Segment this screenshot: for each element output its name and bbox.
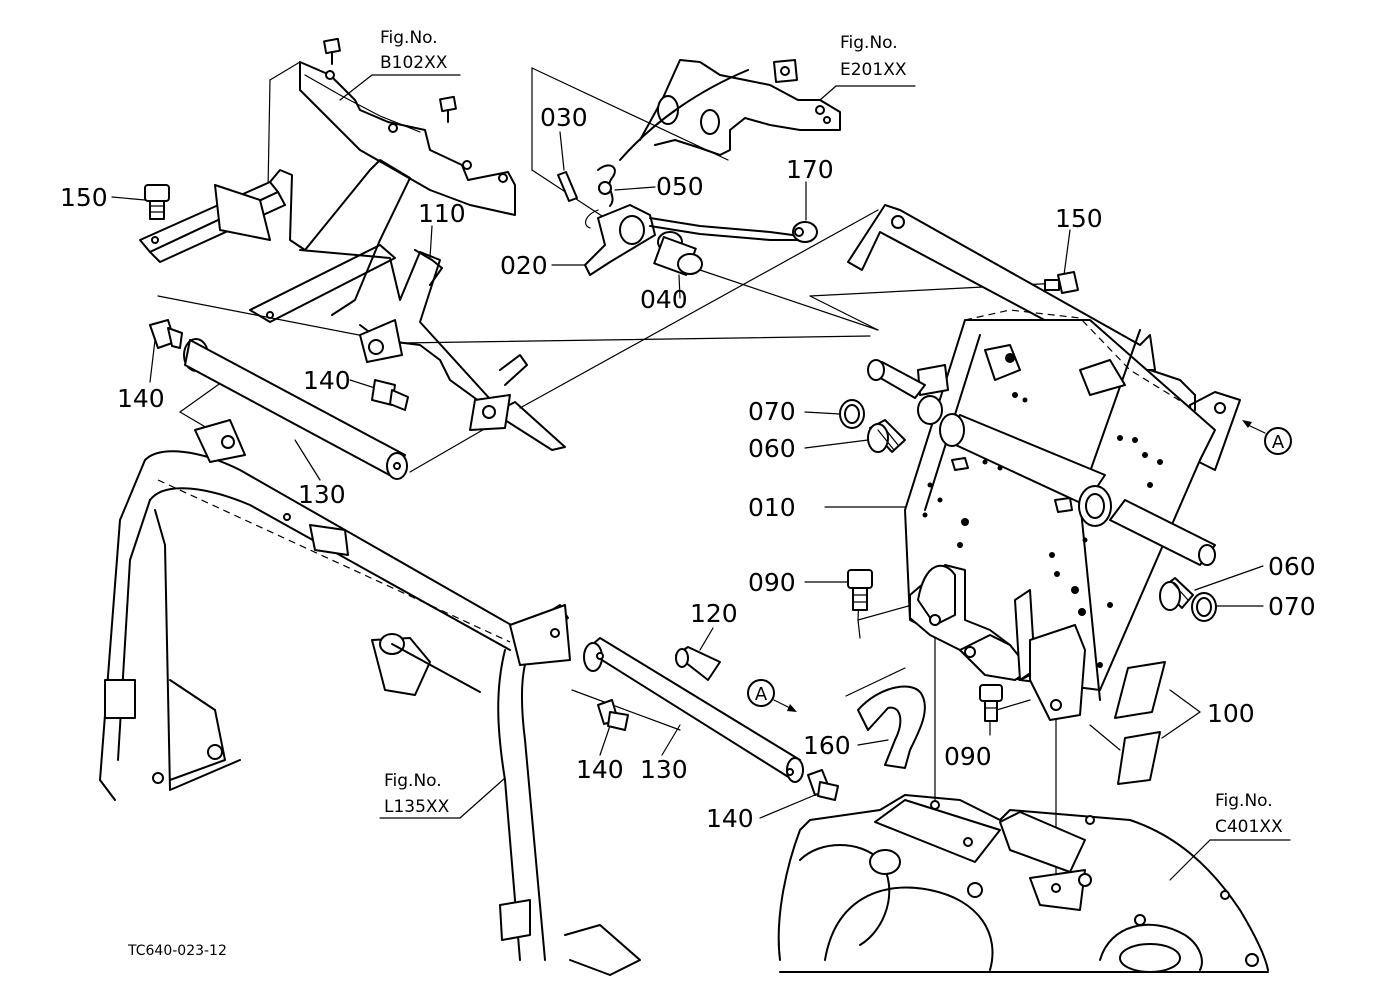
- view-marker-lower: A: [747, 679, 797, 712]
- part-label-030: 030: [540, 103, 588, 132]
- bolt-140-upper-left: [149, 319, 183, 349]
- linkage-e201: [619, 59, 841, 161]
- figure-ref-c401-label: Fig.No.: [1215, 791, 1273, 811]
- pin-130-lower: [583, 637, 804, 783]
- spring-050: [584, 164, 616, 229]
- bushing-070-right: [1191, 592, 1217, 622]
- part-label-120: 120: [690, 599, 738, 628]
- part-labels: 150 110 140 140 130 030 050 020 040 170 …: [60, 103, 1316, 833]
- knob-170: [792, 221, 818, 243]
- bolt-150-left: [144, 184, 170, 220]
- part-label-020: 020: [500, 251, 548, 280]
- part-label-150-right: 150: [1055, 204, 1103, 233]
- transmission-case-c401: [777, 794, 1269, 973]
- part-label-070-left: 070: [748, 397, 796, 426]
- figure-ref-l135: Fig.No. L135XX: [384, 771, 450, 817]
- part-label-060-right: 060: [1268, 552, 1316, 581]
- figure-ref-b102-label: Fig.No.: [380, 28, 438, 48]
- lever-020: [584, 204, 801, 276]
- figure-ref-c401: Fig.No. C401XX: [1215, 791, 1283, 837]
- figure-ref-b102-code: B102XX: [380, 53, 448, 73]
- part-label-040: 040: [640, 285, 688, 314]
- bracket-110: [139, 159, 566, 451]
- bolt-140-lower-left: [597, 699, 629, 731]
- part-label-110: 110: [418, 199, 466, 228]
- plates-100: [1114, 661, 1166, 785]
- part-label-160: 160: [803, 731, 851, 760]
- part-label-140-lower-left: 140: [576, 755, 624, 784]
- bolt-090-lower: [979, 684, 1003, 722]
- part-label-090-upper: 090: [748, 568, 796, 597]
- figure-ref-l135-label: Fig.No.: [384, 771, 442, 791]
- bolt-140-upper-mid: [371, 379, 409, 411]
- view-marker-lower-label: A: [755, 684, 768, 705]
- part-label-070-right: 070: [1268, 592, 1316, 621]
- part-label-140-lower-right: 140: [706, 804, 754, 833]
- collar-040: [653, 231, 703, 276]
- figure-ref-c401-code: C401XX: [1215, 817, 1283, 837]
- part-label-060-left: 060: [748, 434, 796, 463]
- figure-ref-e201-label: Fig.No.: [840, 33, 898, 53]
- figure-ref-l135-code: L135XX: [384, 797, 450, 817]
- bracket-010: [904, 309, 1216, 721]
- part-label-090-lower: 090: [944, 742, 992, 771]
- bolt-140-lower-right: [807, 769, 839, 801]
- spring-pin-030: [557, 171, 578, 202]
- bushing-070-left: [839, 399, 865, 429]
- part-label-140-left: 140: [117, 384, 165, 413]
- part-label-010: 010: [748, 493, 796, 522]
- pedal-pad-160: [857, 685, 926, 769]
- part-label-170: 170: [786, 155, 834, 184]
- view-marker-right: A: [1242, 420, 1292, 455]
- pin-120: [675, 646, 721, 681]
- pin-130-upper: [183, 338, 408, 480]
- figure-ref-e201-code: E201XX: [840, 60, 907, 80]
- view-marker-right-label: A: [1272, 432, 1285, 453]
- fender-panel: [299, 37, 516, 216]
- part-label-100: 100: [1207, 699, 1255, 728]
- part-label-050: 050: [656, 172, 704, 201]
- bolt-090-upper: [847, 569, 873, 611]
- bearing-060-left: [867, 419, 906, 453]
- part-label-140-mid: 140: [303, 366, 351, 395]
- bolt-150-right: [1044, 271, 1079, 294]
- part-label-130-upper: 130: [298, 480, 346, 509]
- frame-l135: [99, 419, 641, 976]
- figure-ref-e201: Fig.No. E201XX: [840, 33, 907, 80]
- drawing-code: TC640-023-12: [127, 943, 227, 959]
- part-label-150-left: 150: [60, 183, 108, 212]
- figure-ref-b102: Fig.No. B102XX: [380, 28, 448, 73]
- shaft-upper: [867, 359, 1216, 566]
- part-label-130-lower: 130: [640, 755, 688, 784]
- bearing-060-right: [1159, 577, 1194, 611]
